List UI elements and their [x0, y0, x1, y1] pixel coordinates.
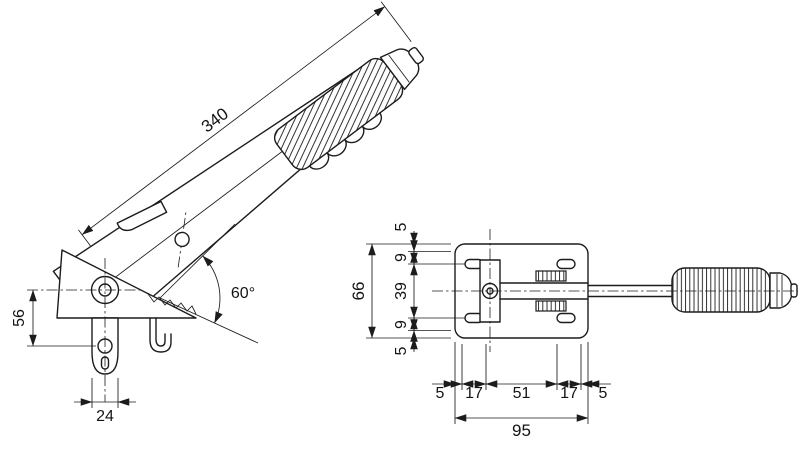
dim-w-17-right: 17 [560, 385, 578, 402]
top-hand-grip [671, 267, 771, 313]
dim-plate-height-group: 66 [349, 243, 376, 339]
dim-w-17-left: 17 [465, 385, 483, 402]
cable-hook-inner [155, 317, 166, 347]
plate-slot-bottom-right [556, 312, 576, 324]
dim-lever-length: 340 [198, 104, 232, 136]
dim-h-9-top: 9 [393, 253, 410, 262]
dim-h-39: 39 [393, 282, 410, 300]
ratchet-plate-bottom [535, 300, 567, 312]
dim-plate-width-group: 95 [454, 414, 589, 440]
push-button [408, 46, 424, 65]
dim-h-9-bottom: 9 [393, 320, 410, 329]
dim-plate-height: 66 [349, 282, 368, 301]
dim-w-51: 51 [513, 385, 531, 402]
top-push-button [790, 283, 798, 298]
dim-foot-width: 24 [96, 408, 114, 425]
dim-release-angle: 60° [231, 285, 255, 302]
dim-height-chain-group: 5 9 39 9 5 [366, 222, 465, 355]
plate-slot-top-right [556, 258, 576, 270]
cap-ridge [388, 54, 410, 83]
mount-bracket [56, 249, 197, 319]
dim-angle-group: 60° [159, 223, 259, 344]
dim-plate-width: 95 [512, 421, 531, 440]
ratchet-plate-top [535, 270, 567, 282]
dim-h-5-bottom: 5 [393, 346, 410, 355]
dim-w-5-right: 5 [599, 385, 608, 402]
dim-pivot-height: 56 [11, 309, 28, 327]
top-button-cap [769, 272, 793, 309]
dim-foot-width-group: 24 [74, 378, 136, 425]
top-view: 5 9 39 9 5 66 [349, 222, 798, 440]
cable-hook-outer [149, 317, 172, 353]
dim-width-chain-group: 5 17 51 17 5 [432, 342, 611, 424]
dim-height-group: 56 [11, 289, 96, 347]
side-view: 340 60° 56 [11, 1, 424, 425]
dim-h-5-top: 5 [393, 222, 410, 231]
dim-w-5-left: 5 [436, 385, 445, 402]
